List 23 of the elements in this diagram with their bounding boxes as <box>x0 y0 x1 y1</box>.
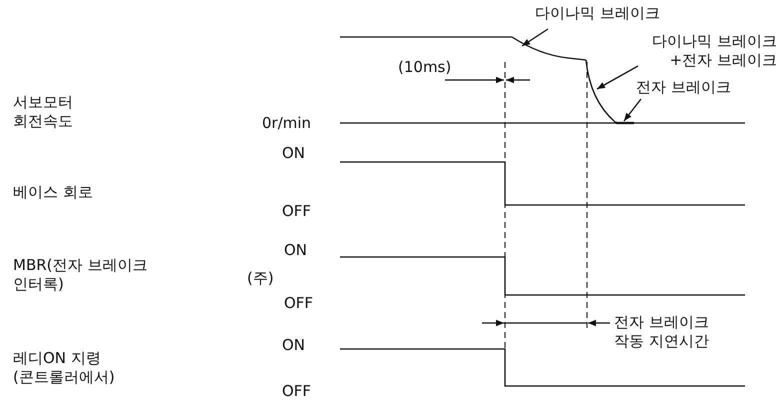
signal-name: 서보모터 회전속도 <box>13 93 74 131</box>
curve-segment <box>585 60 616 122</box>
level-label: ON <box>284 241 308 260</box>
level-label: OFF <box>284 294 314 313</box>
level-label: OFF <box>282 382 312 401</box>
level-label: OFF <box>282 202 312 221</box>
callout-label: 전자 브레이크 <box>636 78 756 97</box>
leader-line <box>596 65 638 90</box>
level-label: ON <box>282 336 306 355</box>
curve-segment <box>512 36 586 61</box>
leader-line <box>522 28 548 47</box>
signal-name: MBR(전자 브레이크 인터록) <box>13 256 148 294</box>
note-mark: (주) <box>247 269 274 288</box>
level-label: ON <box>282 144 306 163</box>
level-label: 0r/min <box>262 114 312 133</box>
callout-label: 다이나믹 브레이크 +전자 브레이크 <box>641 32 777 70</box>
curve-segment <box>614 121 634 124</box>
callout-label: 다이나믹 브레이크 <box>535 4 705 23</box>
signal-name: 레디ON 지령 (콘트롤러에서) <box>13 349 116 387</box>
leader-line <box>623 98 642 122</box>
annotation-text: 전자 브레이크 작동 지연시간 <box>614 313 710 351</box>
dimension-label: (10ms) <box>398 58 452 77</box>
signal-name: 베이스 회로 <box>13 183 93 202</box>
